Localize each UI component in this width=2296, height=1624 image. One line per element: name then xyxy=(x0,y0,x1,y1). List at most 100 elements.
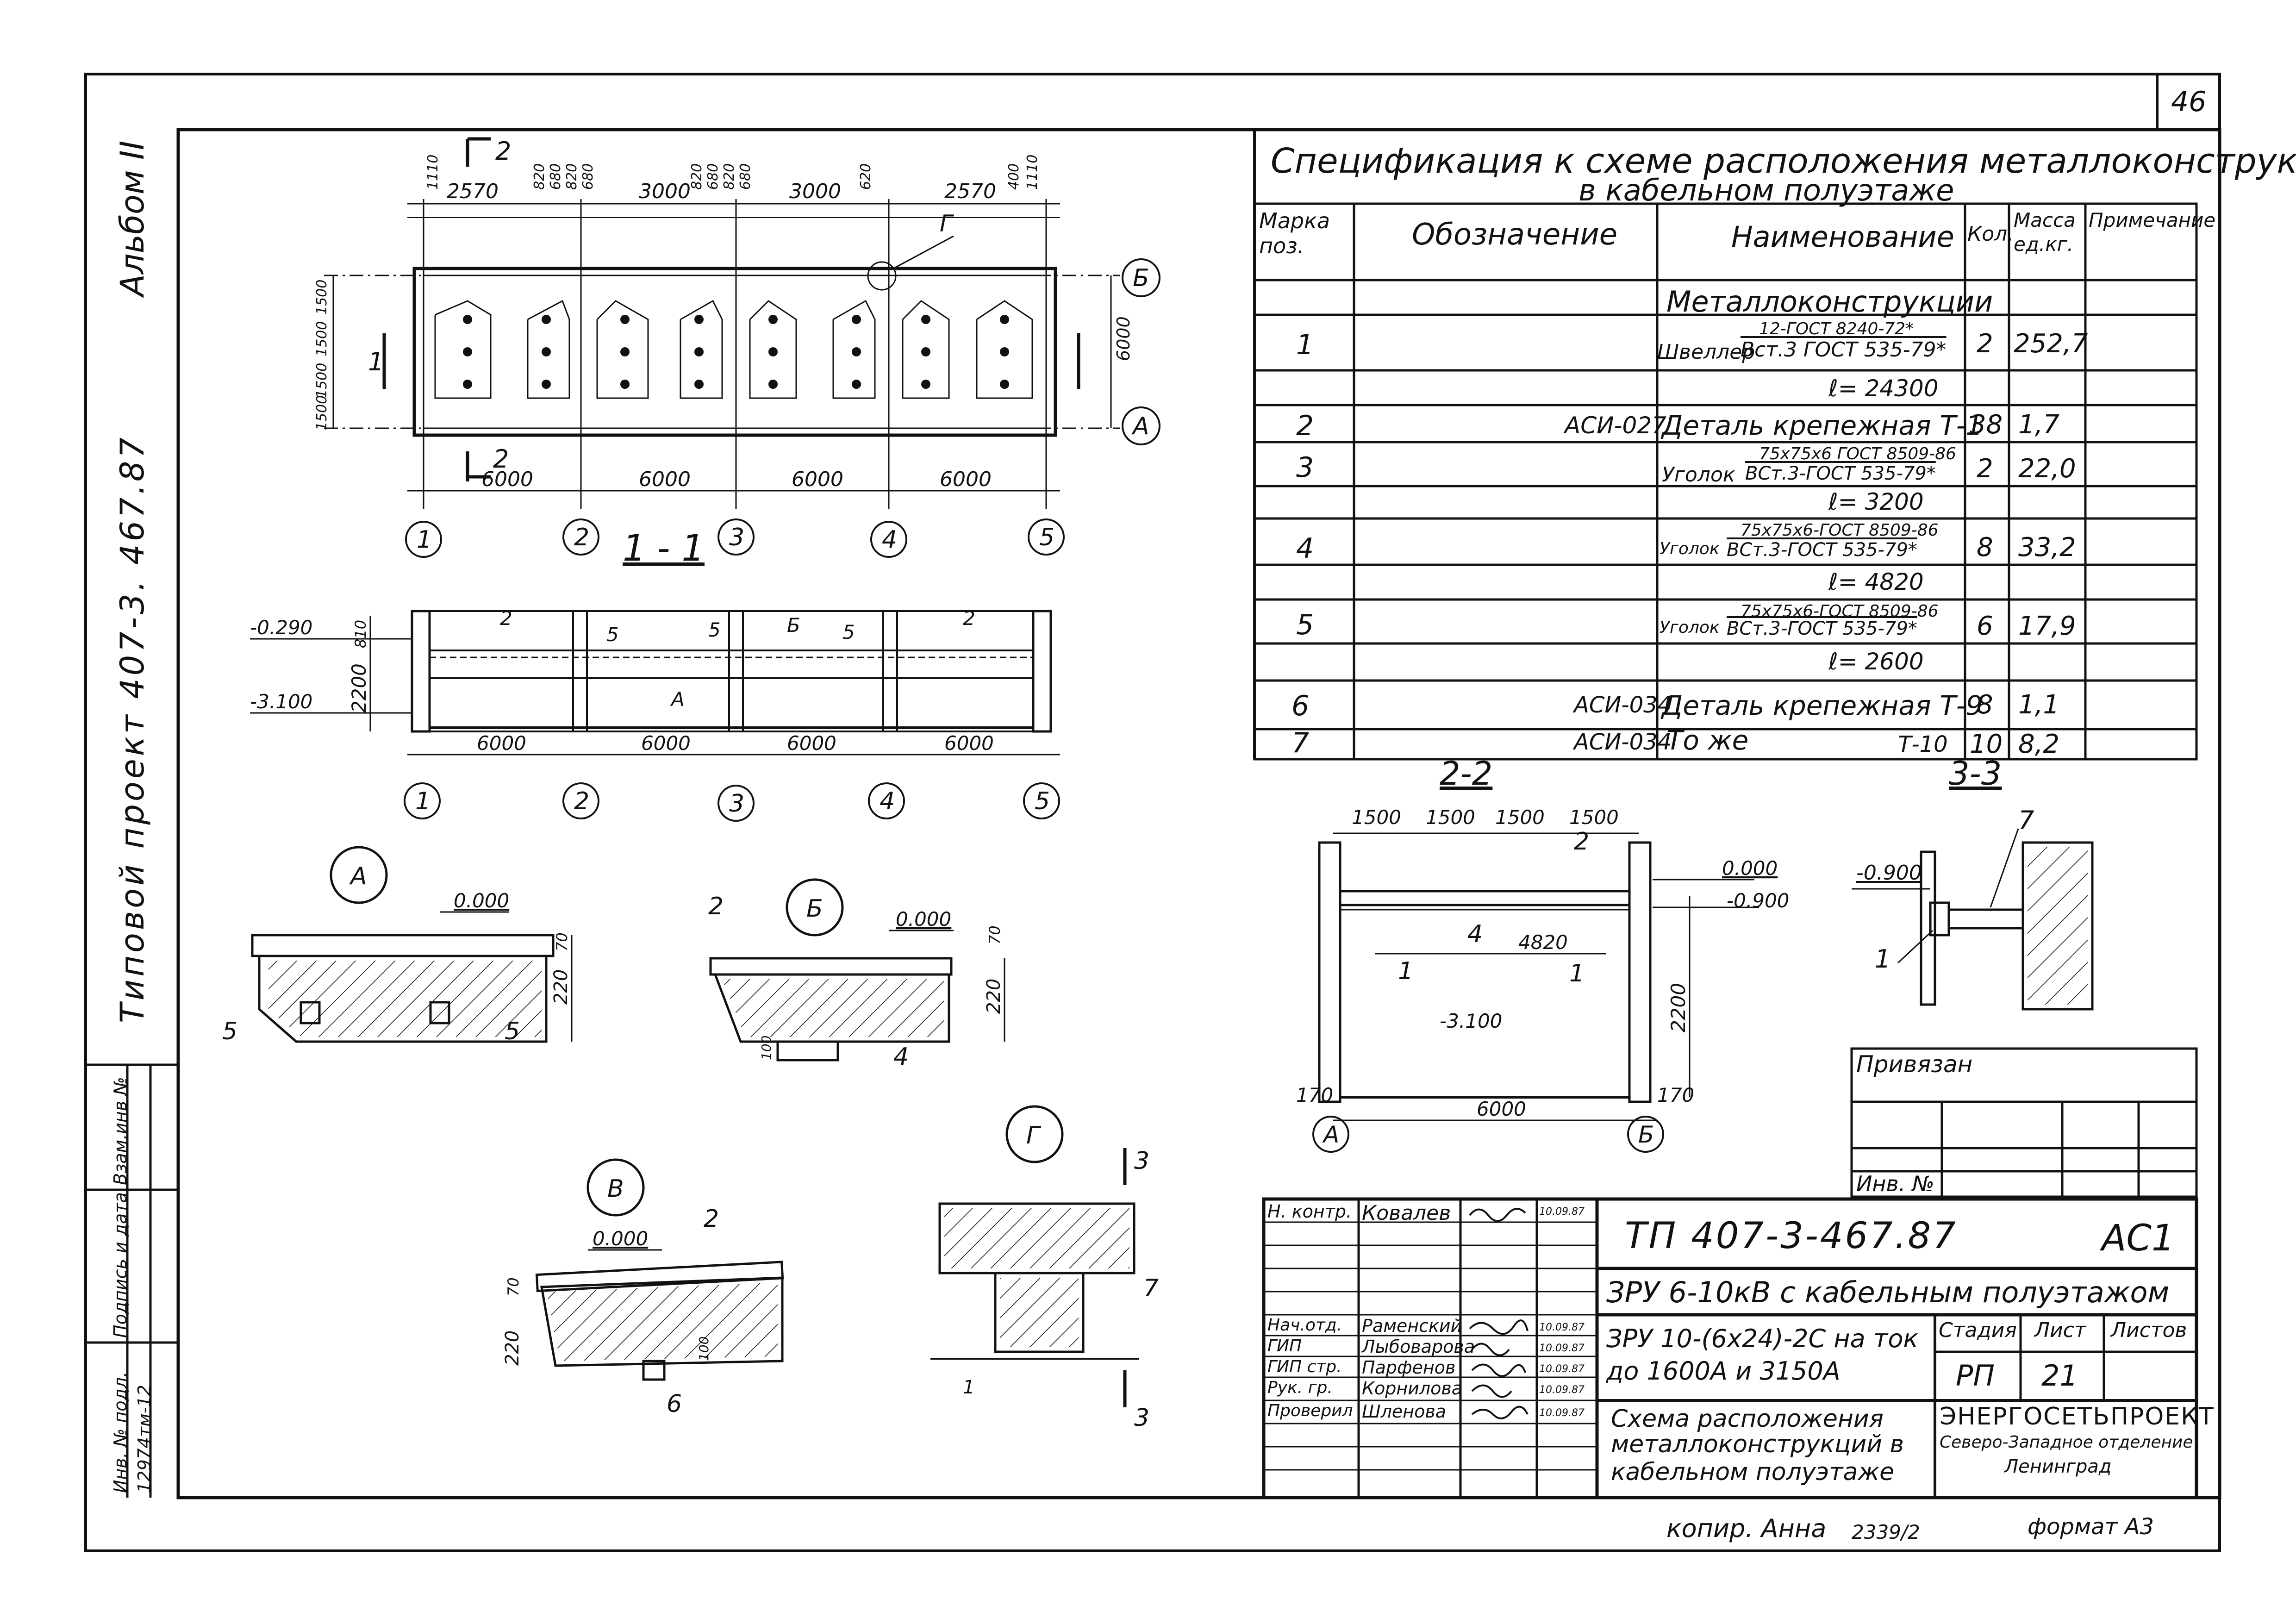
node-b-label-2: 2 xyxy=(708,893,724,920)
spec-row-4-mass: 33,2 xyxy=(2018,532,2076,562)
plan-small-dim-8: 820 xyxy=(721,163,737,190)
plan-mark-g: Г xyxy=(940,210,955,237)
spec-row-5-pos: 5 xyxy=(1296,609,1314,641)
spec-row-4-pos: 4 xyxy=(1296,532,1314,565)
spec-title-line2: в кабельном полуэтаже xyxy=(1578,174,1954,208)
tb-role-0: Н. контр. xyxy=(1267,1201,1352,1222)
section33-label-1: 1 xyxy=(1875,944,1890,974)
section22-axis-a: А xyxy=(1322,1121,1339,1148)
plan-small-dim-11: 400 xyxy=(1006,163,1022,190)
spec-row-7-qty: 10 xyxy=(1970,729,2003,759)
title-org-line2: Северо-Западное отделение xyxy=(1940,1433,2193,1452)
tb-role-6: ГИП стр. xyxy=(1267,1357,1342,1376)
spec-row-6-mass: 1,1 xyxy=(2018,690,2060,720)
spec-row-4-main: Уголок xyxy=(1660,539,1720,558)
title-stage-header: Стадия xyxy=(1939,1318,2017,1342)
plan-small-dim-9: 680 xyxy=(737,163,754,190)
title-stage-value: РП xyxy=(1956,1359,1995,1393)
spec-row-4-length: ℓ= 4820 xyxy=(1828,568,1924,595)
plan-small-dim-2: 820 xyxy=(531,163,548,190)
spec-row-5-top: 75х75х6-ГОСТ 8509-86 xyxy=(1741,602,1939,621)
spec-header-mass: Масса ед.кг. xyxy=(2014,209,2076,256)
tb-date-7: 10.09.87 xyxy=(1539,1384,1585,1396)
tb-role-4: Нач.отд. xyxy=(1267,1316,1342,1335)
spec-row-6-name: Деталь крепежная Т-9 xyxy=(1662,690,1983,721)
plan-top-dim-4: 2570 xyxy=(944,180,996,203)
node-v-mark: В xyxy=(607,1175,624,1203)
plan-cut-2-top: 2 xyxy=(495,137,511,166)
node-g-label-3-top: 3 xyxy=(1134,1147,1149,1175)
section11-label-b: Б xyxy=(787,614,800,637)
spec-row-7-name: То же xyxy=(1666,725,1749,756)
plan-bottom-dim-2: 6000 xyxy=(639,468,691,491)
plan-small-dim-5: 680 xyxy=(580,163,596,190)
title-drawing-line2: металлоконструкций в xyxy=(1611,1430,1904,1458)
section11-bottom-dim-3: 6000 xyxy=(787,732,836,755)
plan-small-dim-7: 680 xyxy=(705,163,721,190)
footer-format: формат А3 xyxy=(2028,1514,2154,1540)
plan-axis-5: 5 xyxy=(1039,524,1054,551)
section11-axis-2: 2 xyxy=(574,787,589,815)
spec-row-1-length: ℓ= 24300 xyxy=(1828,375,1939,402)
section33-level: -0.900 xyxy=(1856,861,1922,885)
plan-axis-a: А xyxy=(1131,412,1149,440)
spec-group-title: Металлоконструкции xyxy=(1666,285,1993,319)
spec-row-6-pos: 6 xyxy=(1292,690,1310,722)
title-doc-code: ТП 407-3-467.87 xyxy=(1625,1215,1958,1257)
node-v-level: 0.000 xyxy=(593,1227,648,1250)
node-v-dim-70: 70 xyxy=(505,1277,522,1296)
spec-row-1-bottom: Вст.3 ГОСТ 535-79* xyxy=(1741,338,1947,362)
spec-row-2-mass: 1,7 xyxy=(2018,410,2060,440)
section11-axis-5: 5 xyxy=(1035,787,1050,815)
section11-level-1: -0.290 xyxy=(250,616,312,639)
plan-cut-2-bottom: 2 xyxy=(493,444,509,474)
section22-dim-2200: 2200 xyxy=(1667,983,1690,1032)
footer-copy: копир. Анна xyxy=(1666,1514,1827,1543)
section22-top-dim-3: 1500 xyxy=(1495,806,1545,829)
section-11-drawing: -0.290 -3.100 810 2200 6000 6000 6000 60… xyxy=(250,607,1060,822)
spec-row-1-pos: 1 xyxy=(1296,329,1314,361)
title-subject-line1: ЗРУ 10-(6х24)-2С на ток xyxy=(1606,1324,1918,1353)
node-a-label-5a: 5 xyxy=(222,1018,237,1045)
section11-bottom-dim-4: 6000 xyxy=(944,732,994,755)
tb-date-8: 10.09.87 xyxy=(1539,1407,1585,1419)
plan-bottom-dim-1: 6000 xyxy=(481,468,533,491)
plan-top-dim-1: 2570 xyxy=(447,180,499,203)
node-v-label-6: 6 xyxy=(667,1390,682,1418)
spec-row-3-top: 75х75х6 ГОСТ 8509-86 xyxy=(1759,444,1956,463)
tb-name-5: Лыбоварова xyxy=(1362,1337,1475,1357)
title-object: ЗРУ 6-10кВ с кабельным полуэтажом xyxy=(1606,1275,2170,1309)
section11-label-2b: 2 xyxy=(963,607,975,630)
plan-small-dim-10: 620 xyxy=(858,163,874,190)
spec-row-3-qty: 2 xyxy=(1977,454,1993,484)
tb-name-4: Раменский xyxy=(1362,1316,1462,1336)
title-org-line3: Ленинград xyxy=(2004,1456,2112,1477)
spec-row-5-bottom: ВСт.3-ГОСТ 535-79* xyxy=(1727,618,1917,639)
section22-edge-dim-1: 170 xyxy=(1296,1084,1333,1106)
node-b-dim-70: 70 xyxy=(986,925,1004,944)
section22-level-2: -3.100 xyxy=(1440,1010,1502,1032)
spec-row-1-qty: 2 xyxy=(1977,329,1993,359)
spec-row-7-mass: 8,2 xyxy=(2018,729,2060,759)
node-b-level: 0.000 xyxy=(896,908,951,931)
spec-row-6-designation: АСИ-034 xyxy=(1574,692,1672,718)
tb-date-4: 10.09.87 xyxy=(1539,1322,1585,1333)
node-g-label-7: 7 xyxy=(1143,1274,1159,1302)
tb-name-6: Парфенов xyxy=(1362,1357,1456,1378)
section22-label-1b: 1 xyxy=(1569,960,1585,987)
title-subject-line2: до 1600А и 3150А xyxy=(1606,1356,1841,1386)
node-v-dim-100: 100 xyxy=(696,1337,711,1361)
section22-top-dim-4: 1500 xyxy=(1569,806,1619,829)
spec-row-7-suffix: Т-10 xyxy=(1898,731,1948,757)
tb-role-5: ГИП xyxy=(1267,1337,1302,1355)
section11-label-5c: 5 xyxy=(842,621,855,643)
node-g-label-3-bottom: 3 xyxy=(1134,1404,1149,1432)
node-v-dim-220: 220 xyxy=(502,1330,523,1366)
spec-row-5-main: Уголок xyxy=(1660,618,1720,637)
section22-label-1a: 1 xyxy=(1398,957,1413,985)
spec-row-2-name: Деталь крепежная Т-1 xyxy=(1662,410,1983,441)
